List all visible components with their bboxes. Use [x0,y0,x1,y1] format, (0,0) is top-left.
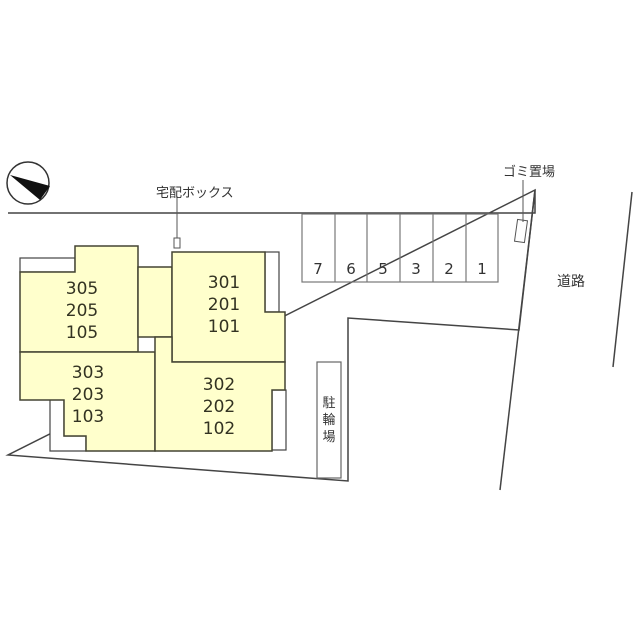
parking-space-6: 6 [346,260,356,278]
garbage-area-box [513,218,529,244]
north-arrow-icon [6,161,50,205]
road-edge-right [612,191,633,368]
parking-space-2: 2 [444,260,454,278]
unit-label-302: 302 202 102 [202,375,236,439]
parking-space-7: 7 [313,260,323,278]
building-connector [137,266,173,338]
parking-space-5: 5 [378,260,388,278]
unit-label-303: 303 203 103 [71,363,105,427]
delivery-box [173,237,181,249]
bicycle-parking-box [316,361,342,479]
parking-area [301,213,499,283]
parking-space-3: 3 [411,260,421,278]
delivery-box-label: 宅配ボックス [156,186,234,201]
road-label: 道路 [557,274,585,290]
building-302 [154,336,286,452]
unit-label-305: 305 205 105 [65,279,99,343]
garbage-area-label: ゴミ置場 [503,165,556,180]
parking-space-1: 1 [477,260,487,278]
bicycle-parking-label: 駐 輪 場 [322,396,336,445]
road-edge-left [499,189,536,491]
unit-label-301: 301 201 101 [207,273,241,337]
